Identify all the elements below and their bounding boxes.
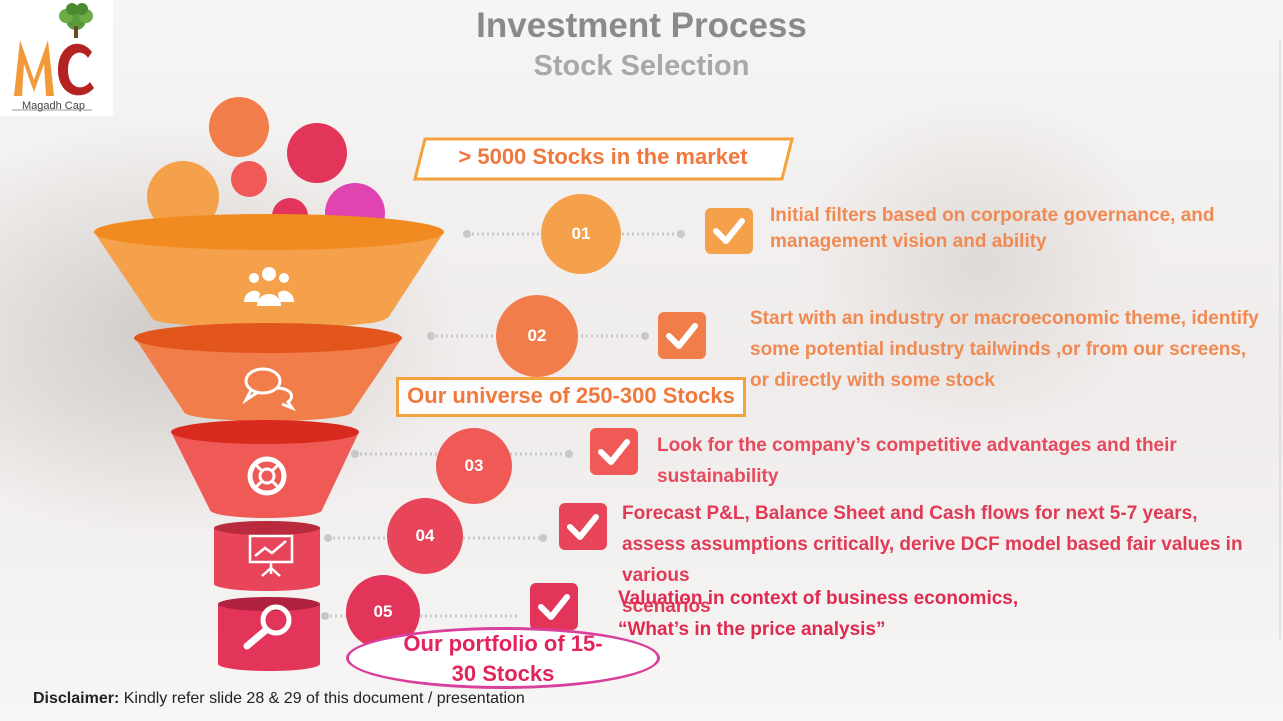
bubble — [287, 123, 347, 183]
page-subtitle: Stock Selection — [533, 50, 750, 82]
universe-banner — [396, 377, 746, 417]
step-4-description: Forecast P&L, Balance Sheet and Cash flo… — [622, 498, 1282, 622]
check-icon — [559, 503, 607, 550]
funnel-layer-5 — [218, 597, 320, 671]
check-icon — [530, 583, 578, 630]
step-circle-5 — [346, 575, 420, 649]
step-2-description: Start with an industry or macroeconomic … — [750, 303, 1270, 396]
bubble — [147, 161, 219, 233]
step-number: 05 — [373, 602, 393, 621]
page-title: Investment Process — [476, 6, 807, 45]
portfolio-line-2: 30 Stocks — [451, 661, 555, 686]
step-circle-4 — [387, 498, 463, 574]
portfolio-line-1: Our portfolio of 15- — [403, 631, 603, 656]
market-banner-text: > 5000 Stocks in the market — [458, 144, 748, 169]
presentation-chart-icon — [248, 534, 294, 577]
description-line: scenarios — [622, 596, 711, 617]
description-line: Valuation in context of business economi… — [618, 588, 1019, 609]
portfolio-badge — [346, 627, 660, 689]
description-line: assess assumptions critically, derive DC… — [622, 534, 1243, 586]
market-banner — [413, 137, 794, 181]
bubble — [209, 97, 269, 157]
disclaimer-text: Kindly refer slide 28 & 29 of this docum… — [119, 690, 525, 707]
check-icon — [590, 428, 638, 475]
logo: Magadh Cap — [0, 0, 113, 116]
description-line: or directly with some stock — [750, 370, 995, 391]
logo-name: Magadh Cap — [22, 100, 85, 112]
check-icon — [705, 208, 753, 254]
disclaimer-label: Disclaimer: — [33, 690, 120, 707]
step-number: 02 — [527, 326, 547, 345]
description-line: “What’s in the price analysis” — [618, 619, 886, 640]
portfolio-badge-text: Our portfolio of 15- 30 Stocks — [380, 629, 626, 689]
logo-mark — [12, 3, 94, 111]
funnel-layer-1 — [94, 214, 444, 328]
description-line: Look for the company’s competitive advan… — [657, 435, 1177, 487]
step-circle-2 — [496, 295, 578, 377]
funnel-layer-2 — [134, 323, 402, 421]
divider — [1279, 40, 1281, 640]
step-1-description: Initial filters based on corporate gover… — [770, 203, 1250, 255]
users-icon — [244, 267, 294, 306]
chat-bubbles-icon — [242, 367, 296, 412]
description-line: some potential industry tailwinds ,or fr… — [750, 339, 1247, 360]
step-number: 01 — [571, 224, 591, 243]
bubble — [231, 161, 267, 197]
step-circle-1 — [541, 194, 621, 274]
disclaimer: Disclaimer: Kindly refer slide 28 & 29 o… — [33, 690, 525, 708]
description-line: Start with an industry or macroeconomic … — [750, 308, 1259, 329]
lifebuoy-icon — [247, 456, 287, 496]
description-line: management vision and ability — [770, 231, 1047, 252]
tree-icon — [59, 3, 93, 38]
step-number: 04 — [415, 526, 435, 545]
universe-banner-text: Our universe of 250-300 Stocks — [407, 383, 735, 408]
funnel-layer-4 — [214, 521, 320, 591]
description-line: Initial filters based on corporate gover… — [770, 205, 1215, 226]
step-circle-3 — [436, 428, 512, 504]
funnel-layer-3 — [171, 420, 359, 518]
step-number: 03 — [464, 456, 484, 475]
magnifier-icon — [243, 604, 292, 650]
check-icon — [658, 312, 706, 359]
step-5-description: Valuation in context of business economi… — [618, 583, 1038, 645]
description-line: Forecast P&L, Balance Sheet and Cash flo… — [622, 503, 1198, 524]
step-3-description: Look for the company’s competitive advan… — [657, 430, 1277, 492]
